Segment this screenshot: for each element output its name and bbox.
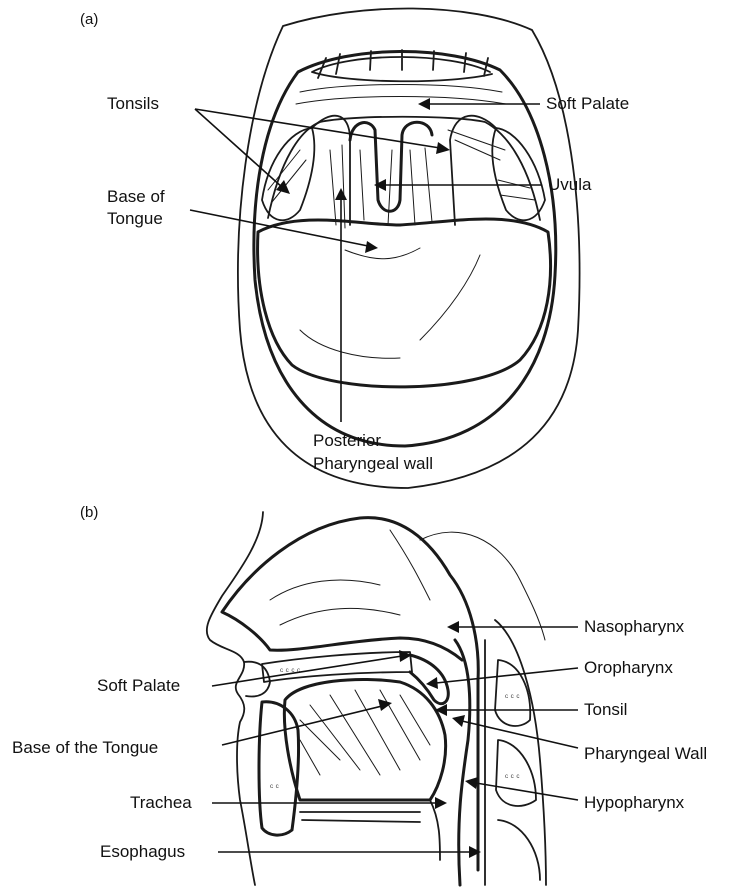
panel-b-skull-back: [420, 532, 545, 640]
arrowhead-tonsils-right: [436, 142, 450, 154]
panel-a-tongue-details: [300, 248, 480, 358]
arrowhead-pharyngeal-wall: [452, 715, 465, 727]
panel-b-tongue-fibers: [300, 690, 430, 775]
panel-a-illustration: [238, 8, 580, 488]
pointer-hypopharynx: [476, 783, 578, 800]
arrowhead-nasopharynx: [447, 621, 459, 633]
label-tonsils: Tonsils: [107, 94, 159, 113]
label-esophagus: Esophagus: [100, 842, 185, 861]
label-base-of-tongue-a-1: Base of: [107, 187, 165, 206]
pointer-soft-palate-b: [212, 656, 402, 686]
panel-b-bone-texture-3: ᶜ ᶜ ᶜ: [505, 692, 520, 702]
panel-a-tongue: [258, 219, 551, 387]
panel-b-illustration: ᶜ ᶜ ᶜ ᶜ ᶜ ᶜ ᶜ ᶜ ᶜ ᶜ ᶜ ᶜ: [207, 512, 546, 885]
label-soft-palate-a: Soft Palate: [546, 94, 629, 113]
label-oropharynx: Oropharynx: [584, 658, 673, 677]
panel-b-nasal-turbinates: [270, 530, 430, 625]
arrowhead-soft-palate-a: [418, 98, 430, 110]
panel-b-larynx: [300, 800, 440, 860]
arrowhead-base-of-tongue-a: [365, 241, 378, 253]
panel-a-label: (a): [80, 11, 98, 28]
panel-b-soft-palate: [410, 655, 448, 704]
label-uvula: Uvula: [548, 175, 592, 194]
panel-b-spine: [485, 620, 546, 885]
label-posterior-1: Posterior: [313, 431, 381, 450]
label-base-of-tongue-a-2: Tongue: [107, 209, 163, 228]
pointer-oropharynx: [436, 668, 578, 683]
label-hypopharynx: Hypopharynx: [584, 793, 685, 812]
label-tonsil: Tonsil: [584, 700, 627, 719]
label-posterior-2: Pharyngeal wall: [313, 454, 433, 473]
panel-b-face-profile: [207, 512, 263, 885]
panel-b-tongue: [284, 679, 445, 800]
arrowhead-oropharynx: [426, 677, 438, 689]
panel-b-pharynx-wall: [455, 640, 470, 885]
panel-b-bone-texture-2: ᶜ ᶜ: [270, 782, 279, 792]
arrowhead-posterior-wall: [335, 188, 347, 200]
label-soft-palate-b: Soft Palate: [97, 676, 180, 695]
label-nasopharynx: Nasopharynx: [584, 617, 685, 636]
panel-a-upper-teeth: [312, 50, 492, 81]
panel-b-label: (b): [80, 504, 98, 521]
arrowhead-base-of-the-tongue: [378, 699, 392, 711]
label-trachea: Trachea: [130, 793, 192, 812]
label-pharyngeal-wall: Pharyngeal Wall: [584, 744, 707, 763]
label-base-of-the-tongue: Base of the Tongue: [12, 738, 158, 757]
arrowhead-trachea: [435, 797, 447, 809]
panel-a-palate-ridges: [296, 85, 506, 105]
arrowhead-hypopharynx: [465, 777, 478, 789]
panel-b-bone-texture-4: ᶜ ᶜ ᶜ: [505, 772, 520, 782]
